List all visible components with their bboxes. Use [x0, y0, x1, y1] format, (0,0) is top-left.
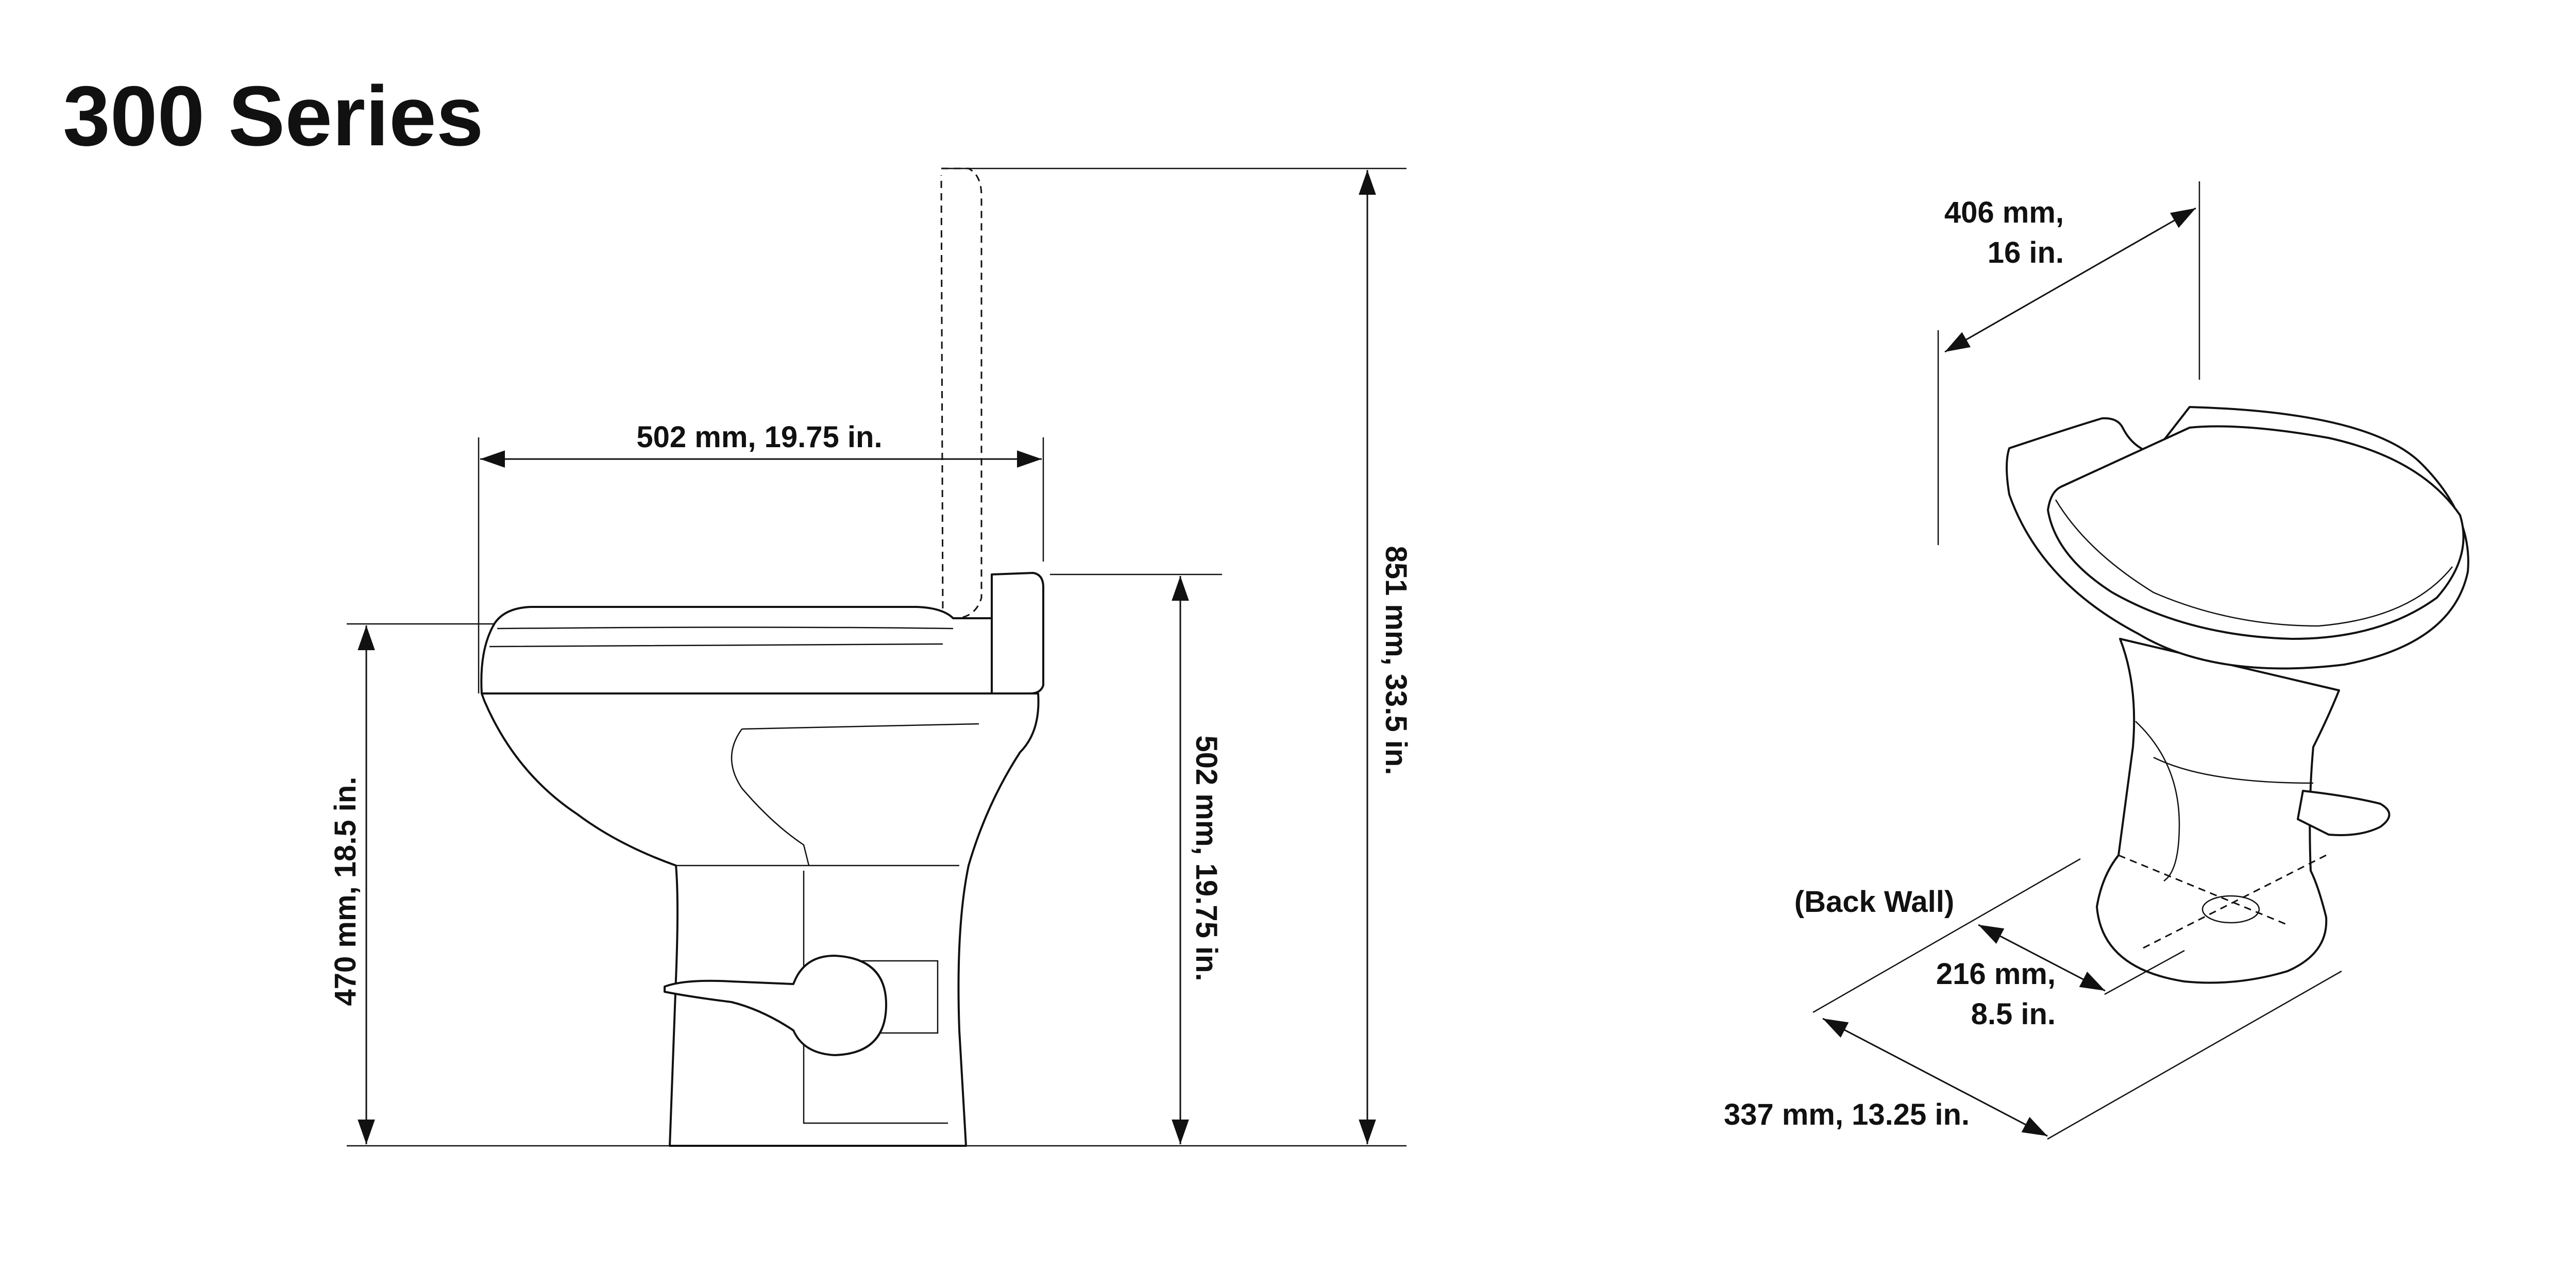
seat-height-label: 470 mm, 18.5 in.	[329, 777, 362, 1006]
flush-pedal	[664, 955, 887, 1056]
width-label-line2: 16 in.	[1988, 236, 2064, 269]
iso-centerlines	[2118, 854, 2327, 949]
iso-seat-lid	[2047, 425, 2465, 640]
depth-label: 502 mm, 19.75 in.	[636, 420, 882, 454]
pedestal-panel	[803, 871, 948, 1124]
page-title: 300 Series	[63, 69, 484, 163]
rim-height-label: 502 mm, 19.75 in.	[1190, 735, 1223, 981]
rough-in-label-line2: 8.5 in.	[1971, 997, 2056, 1031]
seat-lines	[489, 626, 954, 648]
iso-lid-edge	[2055, 499, 2453, 627]
iso-drain-outlet	[2201, 895, 2260, 924]
iso-pedestal-seam	[2153, 756, 2314, 784]
iso-flush-pedal	[2297, 790, 2391, 836]
overall-height-label: 851 mm, 33.5 in.	[1379, 546, 1413, 775]
base-front-line	[2047, 970, 2342, 1140]
bowl-contour	[731, 723, 979, 866]
drain-extension-line	[2104, 950, 2185, 995]
seat-hinge-block	[991, 572, 1044, 694]
iso-bowl-contour	[2135, 721, 2180, 882]
rough-in-dimension	[1978, 924, 2106, 992]
side-view: 502 mm, 19.75 in. 851 mm, 33.5 in. 502 m…	[329, 167, 1413, 1147]
base-depth-label: 337 mm, 13.25 in.	[1724, 1098, 1970, 1131]
back-wall-line	[1812, 858, 2081, 1013]
seat-and-lid	[480, 606, 993, 694]
bowl-body	[481, 692, 1040, 1147]
back-wall-label: (Back Wall)	[1794, 885, 1954, 919]
raised-lid-outline	[940, 167, 982, 619]
base-depth-dimension	[1822, 1018, 2048, 1137]
rough-in-label-line1: 216 mm,	[1936, 957, 2056, 991]
iso-view: 406 mm, 16 in. (Back Wall) 216 mm, 8.5 i…	[1724, 181, 2469, 1140]
width-label-line1: 406 mm,	[1944, 196, 2064, 229]
width-dimension	[1944, 207, 2196, 353]
